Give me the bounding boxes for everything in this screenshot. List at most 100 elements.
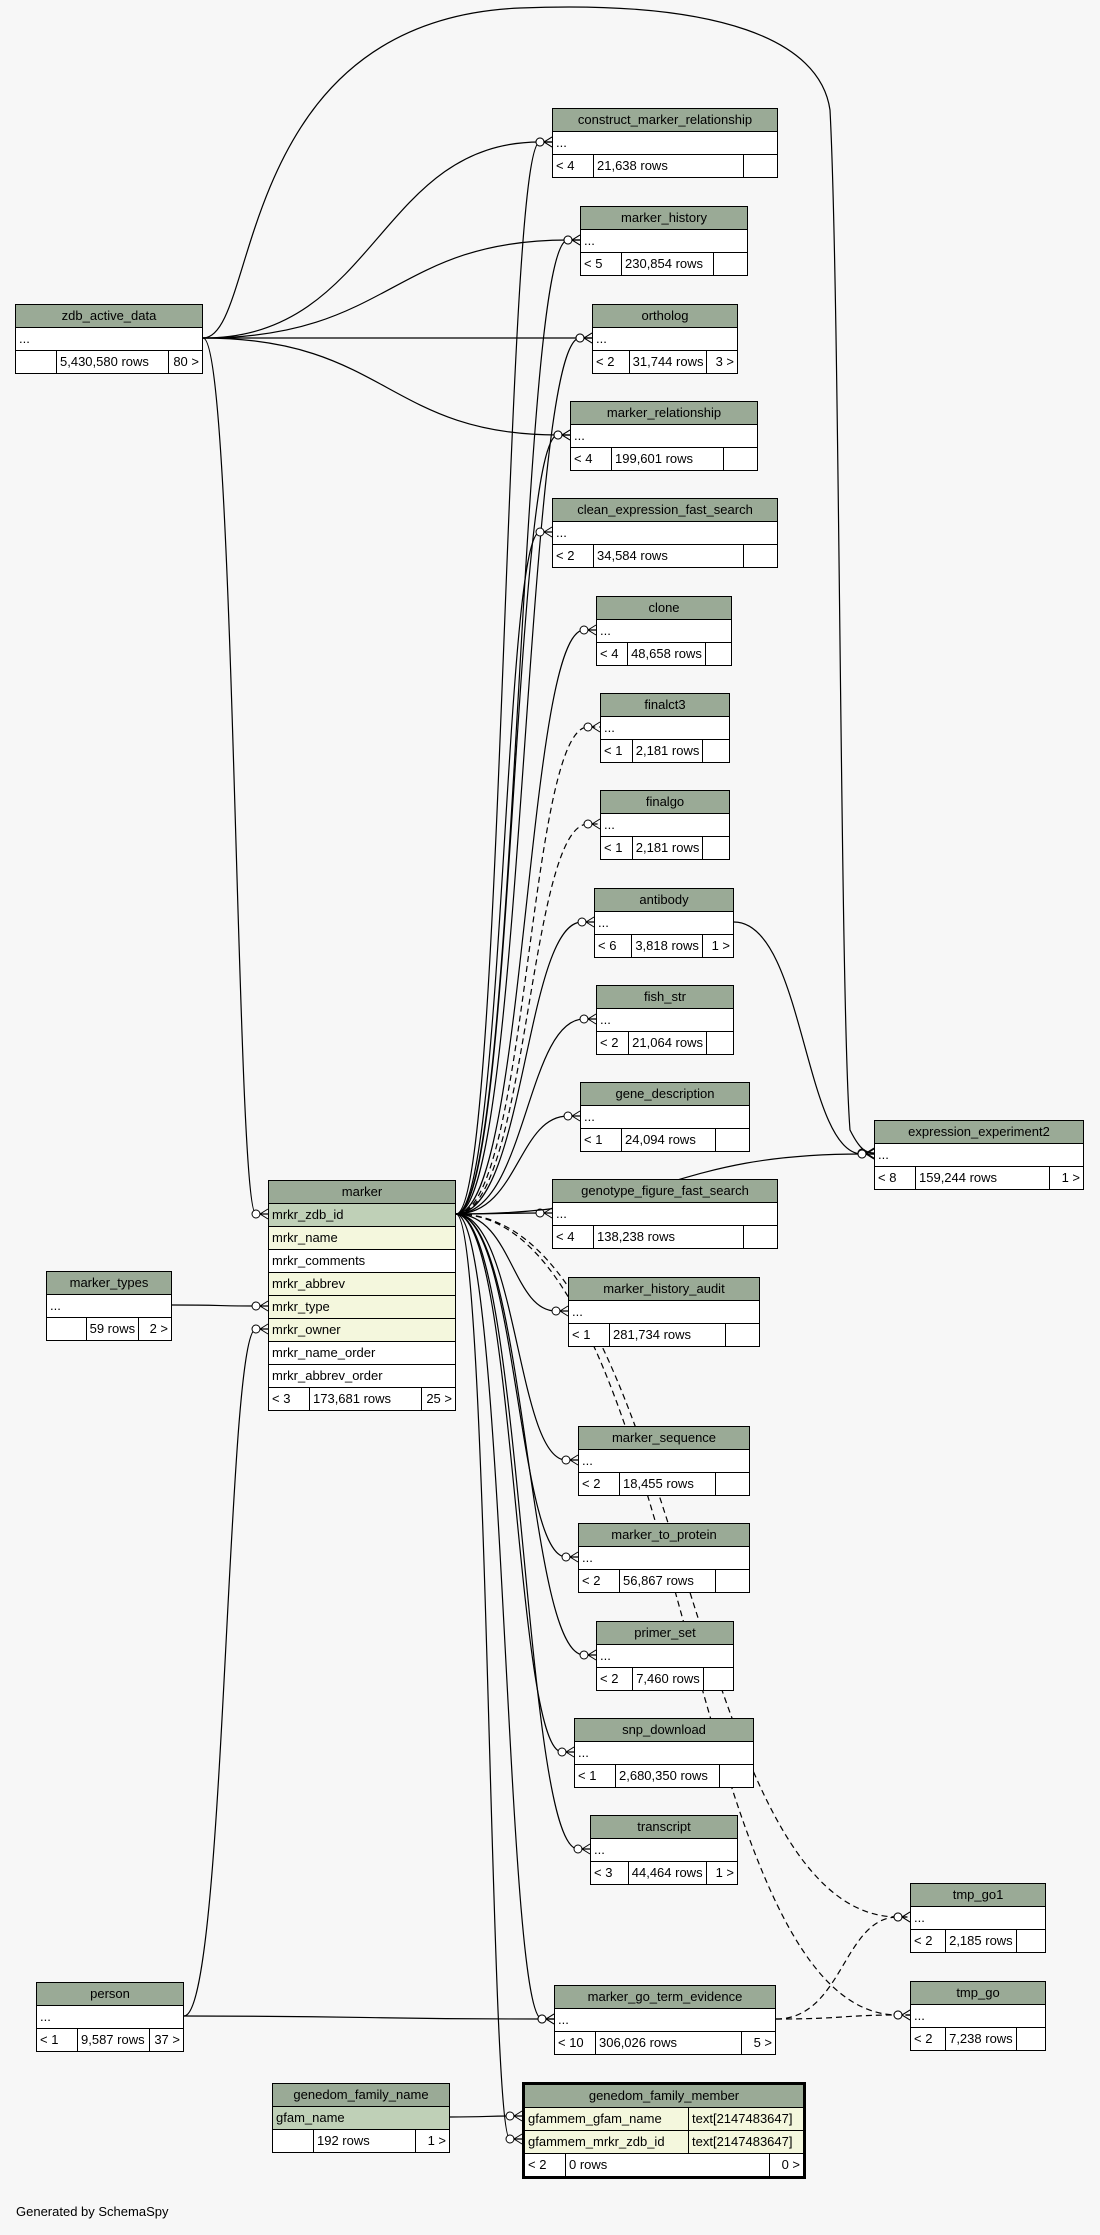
- column-row[interactable]: ...: [581, 230, 747, 253]
- column-row[interactable]: ...: [555, 2009, 775, 2032]
- children-count: [719, 1765, 753, 1787]
- table-title: marker_to_protein: [579, 1524, 749, 1547]
- row-count: 2,680,350 rows: [615, 1765, 719, 1787]
- optional-marker: [537, 2014, 547, 2024]
- optional-marker: [251, 1324, 261, 1334]
- relationship-line: [733, 921, 874, 1155]
- column-name: mrkr_owner: [272, 1322, 341, 1337]
- generated-by-label: Generated by SchemaSpy: [16, 2204, 169, 2219]
- row-count: 0 rows: [565, 2154, 769, 2176]
- column-row[interactable]: mrkr_abbrev_order: [269, 1365, 455, 1388]
- column-row[interactable]: ...: [601, 814, 729, 837]
- parents-count: < 8: [878, 1170, 897, 1185]
- column-row[interactable]: mrkr_abbrev: [269, 1273, 455, 1296]
- column-row[interactable]: gfam_name: [273, 2107, 449, 2130]
- column-row[interactable]: ...: [553, 522, 777, 545]
- column-row[interactable]: ...: [581, 1106, 749, 1129]
- column-row[interactable]: ...: [597, 1009, 733, 1032]
- column-name: ...: [50, 1298, 61, 1313]
- column-name: ...: [582, 1550, 593, 1565]
- column-row[interactable]: ...: [911, 1907, 1045, 1930]
- optional-marker: [535, 137, 545, 147]
- column-row[interactable]: mrkr_zdb_id: [269, 1204, 455, 1227]
- column-row[interactable]: mrkr_owner: [269, 1319, 455, 1342]
- table-title: marker_sequence: [579, 1427, 749, 1450]
- table-title: transcript: [591, 1816, 737, 1839]
- column-row[interactable]: ...: [37, 2006, 183, 2029]
- relationship-line: [455, 1213, 578, 1461]
- column-row[interactable]: ...: [575, 1742, 753, 1765]
- column-row[interactable]: ...: [595, 912, 733, 935]
- column-row[interactable]: ...: [875, 1144, 1083, 1167]
- many-marker: [901, 2009, 911, 2021]
- column-row[interactable]: ...: [579, 1547, 749, 1570]
- column-name: ...: [556, 1206, 567, 1221]
- column-row[interactable]: ...: [593, 328, 737, 351]
- column-row[interactable]: mrkr_type: [269, 1296, 455, 1319]
- column-row[interactable]: ...: [553, 1203, 777, 1226]
- column-name: ...: [558, 2012, 569, 2027]
- table-title: marker_history_audit: [569, 1278, 759, 1301]
- column-row[interactable]: ...: [571, 425, 757, 448]
- children-count: [706, 1032, 733, 1054]
- column-row[interactable]: ...: [579, 1450, 749, 1473]
- column-name: mrkr_abbrev_order: [272, 1368, 383, 1383]
- column-row[interactable]: ...: [597, 620, 731, 643]
- column-row[interactable]: ...: [553, 132, 777, 155]
- column-row[interactable]: ...: [16, 328, 202, 351]
- column-row[interactable]: ...: [569, 1301, 759, 1324]
- relationship-line: [183, 2015, 554, 2020]
- column-name: mrkr_name_order: [272, 1345, 376, 1360]
- column-row[interactable]: ...: [591, 1839, 737, 1862]
- many-marker: [545, 2013, 555, 2025]
- column-name: ...: [600, 1012, 611, 1027]
- column-row[interactable]: mrkr_name_order: [269, 1342, 455, 1365]
- column-row[interactable]: ...: [597, 1645, 733, 1668]
- column-row[interactable]: ...: [911, 2005, 1045, 2028]
- row-count: 199,601 rows: [611, 448, 723, 470]
- parents-count: < 4: [600, 646, 619, 661]
- column-row[interactable]: ...: [601, 717, 729, 740]
- column-row[interactable]: ...: [47, 1295, 171, 1318]
- column-row[interactable]: mrkr_name: [269, 1227, 455, 1250]
- table-title: clone: [597, 597, 731, 620]
- column-row[interactable]: mrkr_comments: [269, 1250, 455, 1273]
